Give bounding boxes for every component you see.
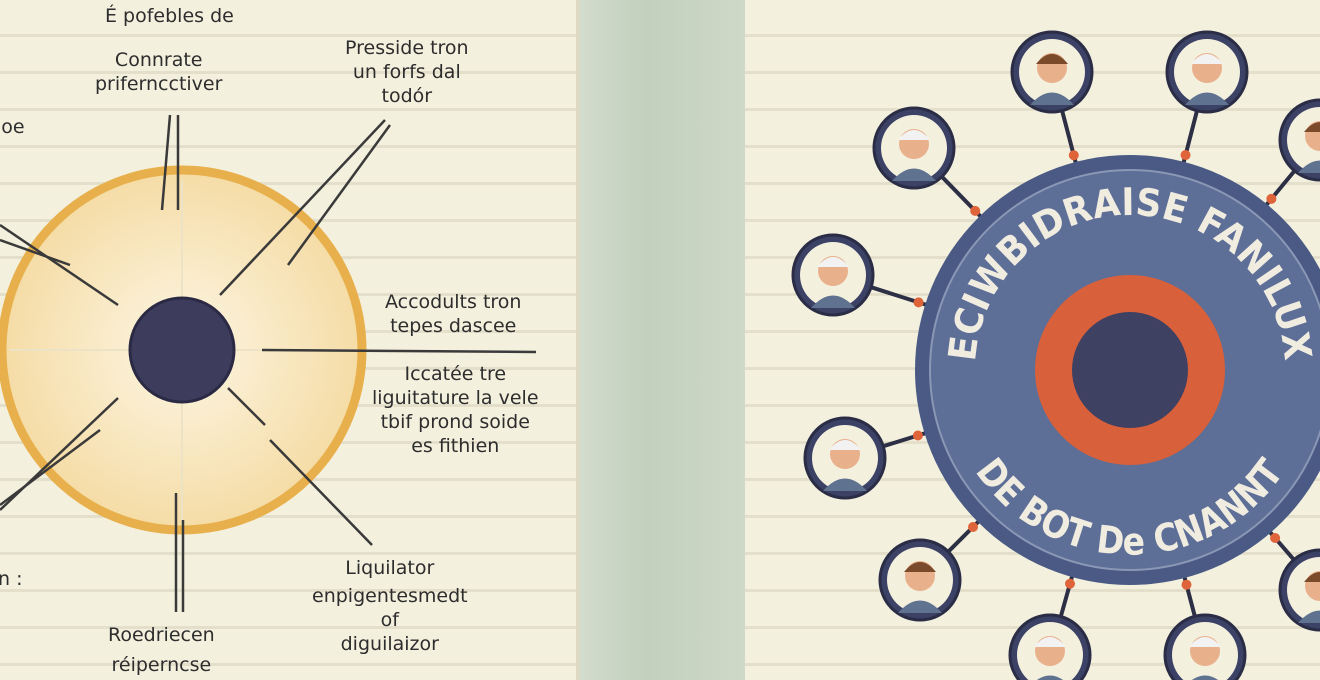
label-left-edge-top: ioe <box>0 116 25 138</box>
avatar <box>791 233 875 317</box>
avatar <box>872 106 956 190</box>
avatar <box>803 416 887 500</box>
avatar <box>1165 30 1249 114</box>
avatar <box>1278 98 1320 182</box>
connector-node <box>968 521 979 532</box>
avatar <box>1008 613 1092 680</box>
spoke-line <box>1181 572 1197 617</box>
connector-node <box>912 430 923 441</box>
leader-lines <box>0 114 537 612</box>
label-top: É pofebles de <box>105 5 234 27</box>
connector-node <box>1266 193 1277 204</box>
avatar <box>1163 613 1247 680</box>
connector-node <box>1181 579 1192 590</box>
connector-node <box>1068 150 1079 161</box>
avatar <box>878 538 962 622</box>
label-left-edge-bottom: n : <box>0 568 23 590</box>
connector-node <box>970 205 981 216</box>
avatar <box>1010 30 1094 114</box>
panel-divider <box>580 0 745 680</box>
spoke-line <box>1058 571 1076 618</box>
left-radial-diagram <box>0 114 537 612</box>
connector-node <box>913 297 924 308</box>
connector-node <box>1270 533 1281 544</box>
right-radial-diagram: ECIWBIDRAISE FANILUX DE BOT De CNANNT <box>791 30 1320 680</box>
connector-node <box>1180 150 1191 161</box>
core-circle <box>128 296 236 404</box>
connector-node <box>1065 578 1076 589</box>
core-circle <box>1072 312 1188 428</box>
spoke-line <box>1265 527 1296 562</box>
avatar <box>1278 548 1320 632</box>
